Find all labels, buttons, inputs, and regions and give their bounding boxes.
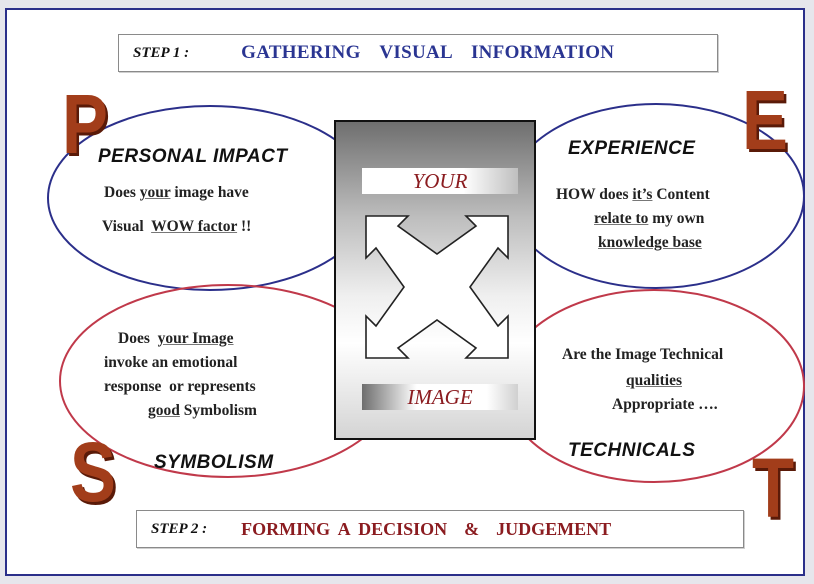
symbolism-line3: response or represents bbox=[104, 378, 256, 395]
experience-line3: knowledge base bbox=[598, 234, 702, 251]
personal-impact-line2: Visual WOW factor !! bbox=[102, 218, 252, 235]
step1-label: STEP 1 : bbox=[133, 44, 190, 61]
step1-box: STEP 1 : GATHERING VISUAL INFORMATION bbox=[118, 34, 718, 72]
letter-e: E bbox=[742, 73, 788, 167]
letter-s: S bbox=[70, 425, 116, 519]
image-label: IMAGE bbox=[362, 384, 518, 410]
letter-p: P bbox=[62, 77, 108, 171]
heading-personal-impact: PERSONAL IMPACT bbox=[98, 146, 288, 167]
step2-label: STEP 2 : bbox=[151, 520, 208, 537]
heading-technicals: TECHNICALS bbox=[568, 440, 696, 461]
heading-symbolism: SYMBOLISM bbox=[154, 452, 274, 473]
center-image-panel: YOUR IMAGE bbox=[334, 120, 536, 440]
symbolism-line4: good Symbolism bbox=[148, 402, 257, 419]
symbolism-line1: Does your Image bbox=[118, 330, 234, 347]
experience-line1: HOW does it’s Content bbox=[556, 186, 710, 203]
experience-line2: relate to my own bbox=[594, 210, 705, 227]
step2-box: STEP 2 : FORMING A DECISION & JUDGEMENT bbox=[136, 510, 744, 548]
step1-title: GATHERING VISUAL INFORMATION bbox=[241, 42, 615, 63]
step2-title: FORMING A DECISION & JUDGEMENT bbox=[241, 518, 612, 539]
expand-arrows-icon bbox=[365, 215, 509, 359]
your-label: YOUR bbox=[362, 168, 518, 194]
personal-impact-line1: Does your image have bbox=[104, 184, 249, 201]
heading-experience: EXPERIENCE bbox=[568, 138, 696, 159]
symbolism-line2: invoke an emotional bbox=[104, 354, 238, 371]
letter-t: T bbox=[752, 441, 795, 535]
technicals-line1: Are the Image Technical bbox=[562, 346, 724, 363]
technicals-line2: qualities bbox=[626, 372, 682, 389]
technicals-line3: Appropriate …. bbox=[612, 396, 718, 413]
